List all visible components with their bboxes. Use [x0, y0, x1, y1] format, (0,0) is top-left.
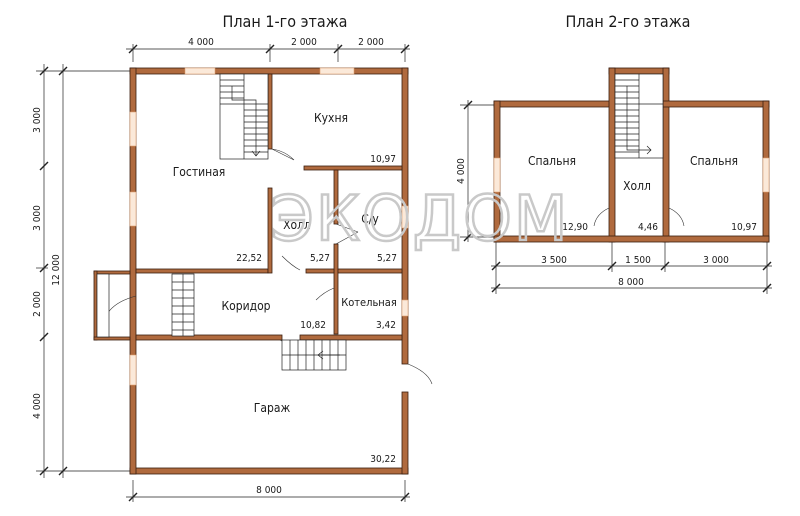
floor1-room-labels: Гостиная 22,52 Кухня 10,97 Холл 5,27 С/у…	[173, 111, 397, 465]
room-name-living: Гостиная	[173, 165, 226, 179]
porch-steps	[96, 273, 110, 338]
floor2-left-dimension: 4 000	[456, 100, 498, 242]
watermark-logo: ЭКОДОМ	[271, 182, 570, 255]
room-area-bedroom-1: 12,90	[562, 222, 588, 233]
floor2-dim-bottom-1: 3 500	[541, 255, 567, 266]
floor2-dim-left: 4 000	[456, 158, 467, 184]
room-name-boiler: Котельная	[341, 296, 397, 309]
room-area-boiler: 3,42	[376, 320, 396, 331]
room-name-bedroom-1: Спальня	[528, 154, 576, 168]
floor2-windows	[493, 157, 770, 193]
room-name-hall: Холл	[283, 218, 311, 232]
floor2-bottom-dimensions: 3 500 1 500 3 000 8 000	[491, 240, 772, 294]
floor1-staircase-upper	[219, 73, 269, 160]
dim-left-total: 12 000	[51, 254, 62, 286]
floor2-room-labels: Спальня 12,90 Холл 4,46 Спальня 10,97	[528, 154, 757, 233]
floor2-staircase	[614, 73, 664, 159]
floor1-top-dimensions: 4 000 2 000 2 000	[126, 37, 410, 62]
room-name-kitchen: Кухня	[314, 111, 348, 125]
dim-left-2: 3 000	[32, 205, 43, 231]
room-area-hall: 5,27	[310, 253, 330, 264]
floor1-staircase-corridor	[171, 273, 195, 337]
dim-top-3: 2 000	[358, 37, 384, 48]
room-area-hall-2: 4,46	[638, 222, 658, 233]
room-name-corridor: Коридор	[221, 299, 270, 313]
floor1-steps-garage	[281, 339, 347, 371]
room-name-wc: С/у	[361, 212, 379, 226]
floor1-windows	[129, 67, 409, 386]
floor2-dim-bottom-3: 3 000	[703, 255, 729, 266]
room-area-living: 22,52	[236, 253, 262, 264]
floor2-dim-total: 8 000	[618, 277, 644, 288]
floor2-title: План 2-го этажа	[565, 12, 690, 31]
floor1-left-dimensions: 3 000 3 000 2 000 4 000 12 000	[32, 64, 130, 478]
room-name-garage: Гараж	[254, 401, 291, 415]
room-name-hall-2: Холл	[623, 179, 651, 193]
room-area-kitchen: 10,97	[370, 154, 396, 165]
room-name-bedroom-2: Спальня	[690, 154, 738, 168]
room-area-wc: 5,27	[377, 253, 397, 264]
dim-left-4: 4 000	[32, 393, 43, 419]
floor1-title: План 1-го этажа	[222, 12, 347, 31]
dim-top-1: 4 000	[188, 37, 214, 48]
dim-left-1: 3 000	[32, 107, 43, 133]
room-area-garage: 30,22	[370, 454, 396, 465]
dim-top-2: 2 000	[291, 37, 317, 48]
dim-left-3: 2 000	[32, 291, 43, 317]
floor2-doors	[593, 207, 685, 227]
room-area-bedroom-2: 10,97	[731, 222, 757, 233]
floor1-bottom-dimension: 8 000	[126, 480, 410, 502]
room-area-corridor: 10,82	[300, 320, 326, 331]
floor2-dim-bottom-2: 1 500	[625, 255, 651, 266]
dim-bottom: 8 000	[256, 485, 282, 496]
